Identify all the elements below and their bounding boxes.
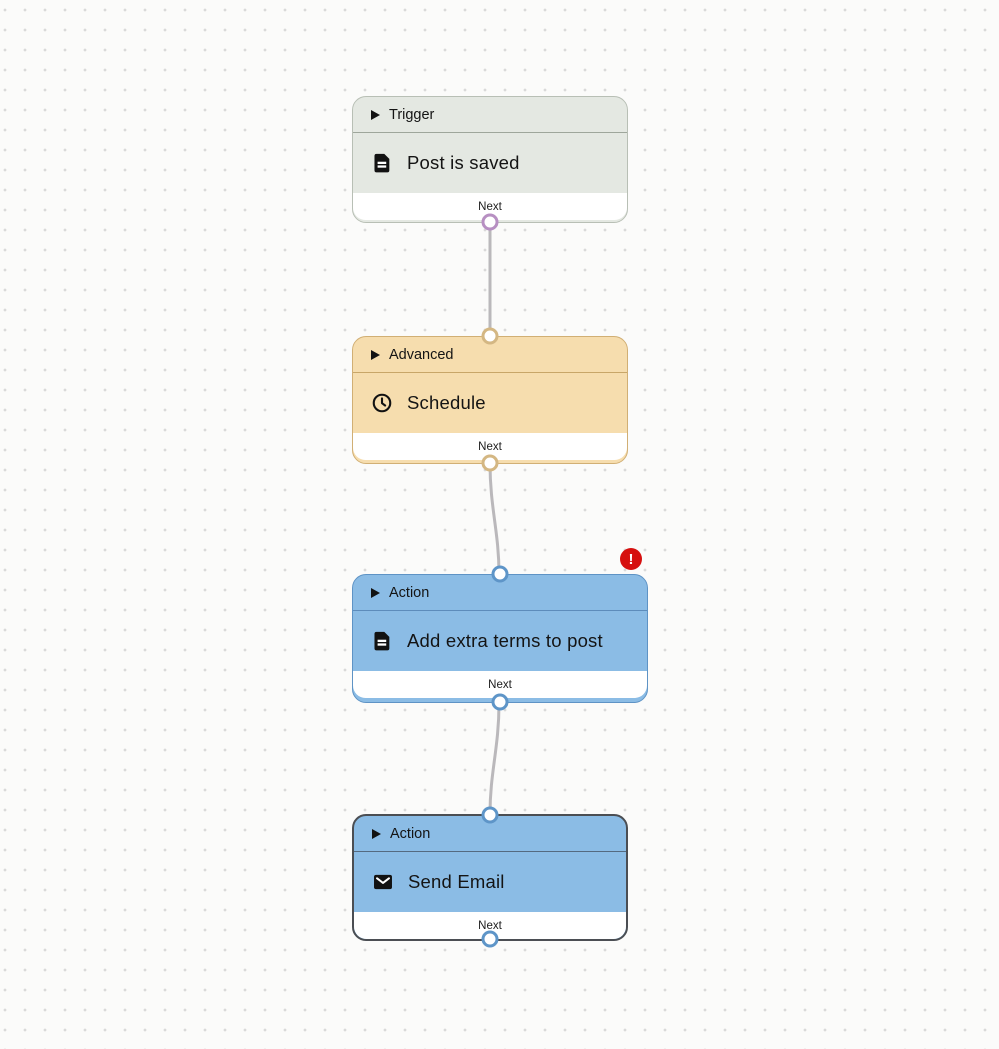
node-header[interactable]: Trigger — [353, 97, 627, 133]
output-port[interactable] — [491, 693, 509, 711]
node-title: Send Email — [408, 871, 505, 892]
node-header[interactable]: Action — [354, 816, 626, 852]
node-action-add-extra-terms[interactable]: Action Add extra terms to post Next ! — [352, 548, 648, 711]
document-icon — [371, 630, 393, 652]
node-title: Add extra terms to post — [407, 630, 603, 651]
clock-icon — [371, 392, 393, 414]
node-action-send-email[interactable]: Action Send Email Next — [352, 806, 628, 948]
error-badge[interactable]: ! — [620, 548, 642, 570]
document-icon — [371, 152, 393, 174]
node-body: Schedule — [353, 373, 627, 433]
collapse-triangle-icon[interactable] — [372, 828, 381, 839]
node-title: Schedule — [407, 392, 486, 413]
edge-advanced-to-action[interactable] — [488, 461, 501, 576]
next-port-label: Next — [478, 919, 502, 932]
collapse-triangle-icon[interactable] — [371, 349, 380, 360]
next-port-label: Next — [488, 678, 512, 691]
node-title: Post is saved — [407, 152, 520, 173]
node-body: Add extra terms to post — [353, 611, 647, 671]
node-type-label: Advanced — [389, 346, 454, 363]
output-port[interactable] — [481, 213, 499, 231]
node-body: Post is saved — [353, 133, 627, 193]
mail-icon — [372, 871, 394, 893]
collapse-triangle-icon[interactable] — [371, 109, 380, 120]
node-type-label: Trigger — [389, 106, 435, 123]
error-exclamation-icon: ! — [628, 550, 634, 568]
collapse-triangle-icon[interactable] — [371, 587, 380, 598]
node-type-label: Action — [390, 825, 431, 842]
input-port[interactable] — [481, 806, 499, 824]
edge-action-to-sendemail[interactable] — [488, 701, 501, 816]
node-header[interactable]: Advanced — [353, 337, 627, 373]
input-port[interactable] — [481, 327, 499, 345]
output-port[interactable] — [481, 454, 499, 472]
node-body: Send Email — [354, 852, 626, 912]
next-port-label: Next — [478, 200, 502, 213]
next-port-label: Next — [478, 440, 502, 453]
node-advanced-schedule[interactable]: Advanced Schedule Next — [352, 327, 628, 472]
node-trigger-post-is-saved[interactable]: Trigger Post is saved Next — [352, 96, 628, 231]
output-port[interactable] — [481, 930, 499, 948]
input-port[interactable] — [491, 565, 509, 583]
node-type-label: Action — [389, 584, 430, 601]
node-header[interactable]: Action — [353, 575, 647, 611]
